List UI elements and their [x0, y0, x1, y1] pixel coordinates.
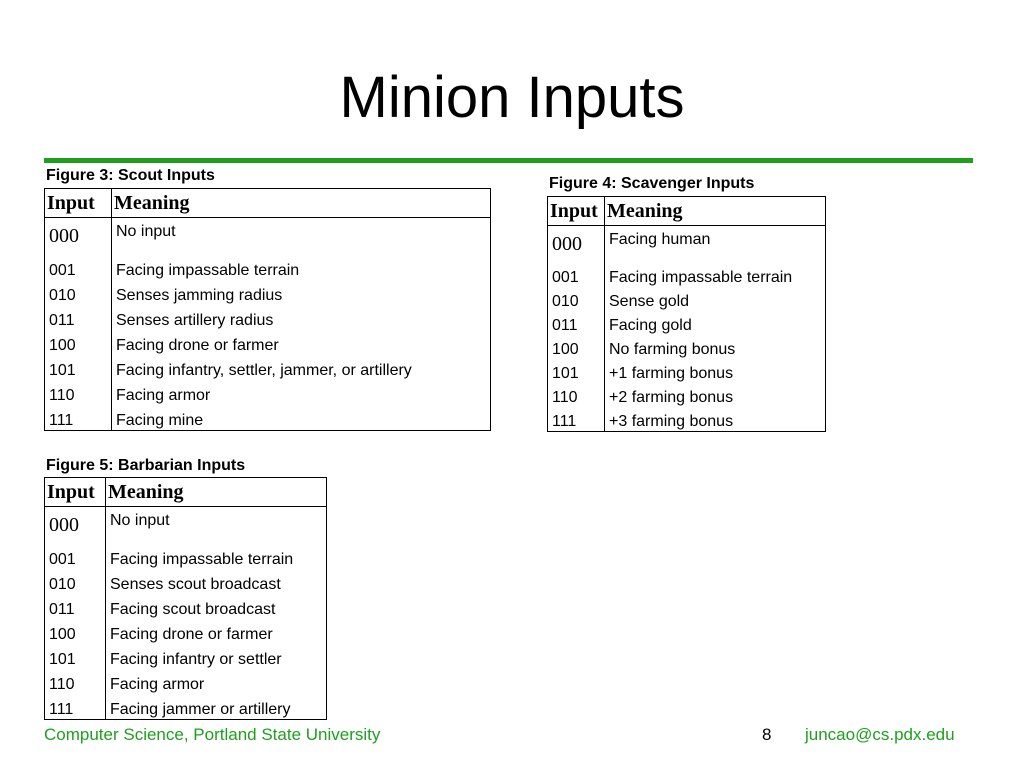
footer-email: juncao@cs.pdx.edu: [805, 725, 955, 744]
table-row: 101 Facing infantry, settler, jammer, or…: [44, 355, 491, 380]
barbarian-figure: Figure 5: Barbarian Inputs Input Meaning…: [44, 456, 327, 720]
input-code: 101: [44, 644, 106, 669]
input-meaning: Facing impassable terrain: [110, 551, 294, 568]
scout-figure: Figure 3: Scout Inputs Input Meaning 000…: [44, 166, 491, 431]
scout-table: Input Meaning 000 No input 001 Facing im…: [44, 188, 491, 431]
input-code: 100: [44, 619, 106, 644]
table-row: 101 +1 farming bonus: [547, 359, 826, 383]
scavenger-figure: Figure 4: Scavenger Inputs Input Meaning…: [547, 174, 826, 432]
input-code: 011: [44, 594, 106, 619]
input-meaning: Facing mine: [116, 412, 204, 429]
input-meaning: No input: [116, 223, 176, 240]
scout-caption: Figure 3: Scout Inputs: [46, 167, 215, 184]
input-meaning: Facing gold: [609, 317, 692, 334]
input-code: 101: [44, 355, 112, 380]
table-row: 011 Facing gold: [547, 311, 826, 335]
table-row: 101 Facing infantry or settler: [44, 644, 327, 669]
input-meaning: Facing armor: [116, 387, 211, 404]
barbarian-caption: Figure 5: Barbarian Inputs: [46, 457, 246, 474]
table-header-row: Input Meaning: [547, 196, 826, 226]
table-row: 100 No farming bonus: [547, 335, 826, 359]
input-code: 110: [44, 380, 112, 405]
barbarian-table: Input Meaning 000 No input 001 Facing im…: [44, 477, 327, 720]
input-meaning: Facing infantry, settler, jammer, or art…: [116, 362, 412, 379]
input-meaning: Sense gold: [609, 293, 690, 310]
input-meaning: +3 farming bonus: [609, 413, 734, 430]
input-meaning: Facing armor: [110, 676, 205, 693]
table-row: 010 Senses scout broadcast: [44, 569, 327, 594]
table-row: 011 Senses artillery radius: [44, 305, 491, 330]
table-header-row: Input Meaning: [44, 477, 327, 507]
input-code: 001: [44, 255, 112, 280]
input-code: 010: [44, 280, 112, 305]
footer-institution: Computer Science, Portland State Univers…: [44, 725, 381, 744]
table-row: 010 Senses jamming radius: [44, 280, 491, 305]
input-code: 010: [44, 569, 106, 594]
scavenger-table: Input Meaning 000 Facing human 001 Facin…: [547, 196, 826, 432]
input-meaning: Senses scout broadcast: [110, 576, 281, 593]
table-row: 001 Facing impassable terrain: [547, 263, 826, 287]
input-meaning: Facing drone or farmer: [110, 626, 273, 643]
table-row: 110 Facing armor: [44, 669, 327, 694]
table-row: 001 Facing impassable terrain: [44, 255, 491, 280]
input-code: 110: [44, 669, 106, 694]
table-row: 111 Facing jammer or artillery: [44, 694, 327, 720]
input-meaning: No input: [110, 512, 170, 529]
input-code: 101: [547, 359, 605, 383]
meaning-header: Meaning: [604, 196, 826, 226]
input-meaning: Facing infantry or settler: [110, 651, 282, 668]
table-header-row: Input Meaning: [44, 188, 491, 218]
input-meaning: No farming bonus: [609, 341, 736, 358]
table-row: 110 Facing armor: [44, 380, 491, 405]
input-code: 000: [44, 217, 112, 255]
input-header: Input: [44, 188, 112, 218]
table-row: 010 Sense gold: [547, 287, 826, 311]
input-meaning: +1 farming bonus: [609, 365, 734, 382]
input-code: 001: [44, 544, 106, 569]
table-row: 001 Facing impassable terrain: [44, 544, 327, 569]
input-code: 001: [547, 263, 605, 287]
scavenger-caption: Figure 4: Scavenger Inputs: [549, 175, 755, 192]
meaning-header: Meaning: [105, 477, 327, 507]
input-meaning: Facing impassable terrain: [116, 262, 300, 279]
input-code: 011: [44, 305, 112, 330]
input-meaning: Facing jammer or artillery: [110, 701, 291, 718]
input-code: 010: [547, 287, 605, 311]
page-number: 8: [762, 725, 772, 744]
input-meaning: Facing scout broadcast: [110, 601, 276, 618]
meaning-header: Meaning: [111, 188, 491, 218]
table-row: 100 Facing drone or farmer: [44, 330, 491, 355]
table-row: 111 +3 farming bonus: [547, 407, 826, 432]
table-row: 100 Facing drone or farmer: [44, 619, 327, 644]
input-code: 111: [44, 694, 106, 720]
title-divider: [44, 158, 973, 163]
input-code: 110: [547, 383, 605, 407]
table-row: 000 No input: [44, 506, 327, 544]
input-code: 100: [547, 335, 605, 359]
input-meaning: Facing human: [609, 231, 711, 248]
slide-title: Minion Inputs: [339, 65, 685, 130]
input-code: 000: [44, 506, 106, 544]
input-meaning: Facing drone or farmer: [116, 337, 279, 354]
input-meaning: Facing impassable terrain: [609, 269, 793, 286]
table-row: 110 +2 farming bonus: [547, 383, 826, 407]
input-code: 000: [547, 225, 605, 263]
input-header: Input: [44, 477, 106, 507]
input-meaning: Senses artillery radius: [116, 312, 274, 329]
input-header: Input: [547, 196, 605, 226]
table-row: 011 Facing scout broadcast: [44, 594, 327, 619]
input-code: 111: [547, 407, 605, 432]
table-row: 000 No input: [44, 217, 491, 255]
table-row: 111 Facing mine: [44, 405, 491, 431]
table-row: 000 Facing human: [547, 225, 826, 263]
input-code: 100: [44, 330, 112, 355]
input-code: 011: [547, 311, 605, 335]
input-meaning: Senses jamming radius: [116, 287, 283, 304]
input-meaning: +2 farming bonus: [609, 389, 734, 406]
input-code: 111: [44, 405, 112, 431]
